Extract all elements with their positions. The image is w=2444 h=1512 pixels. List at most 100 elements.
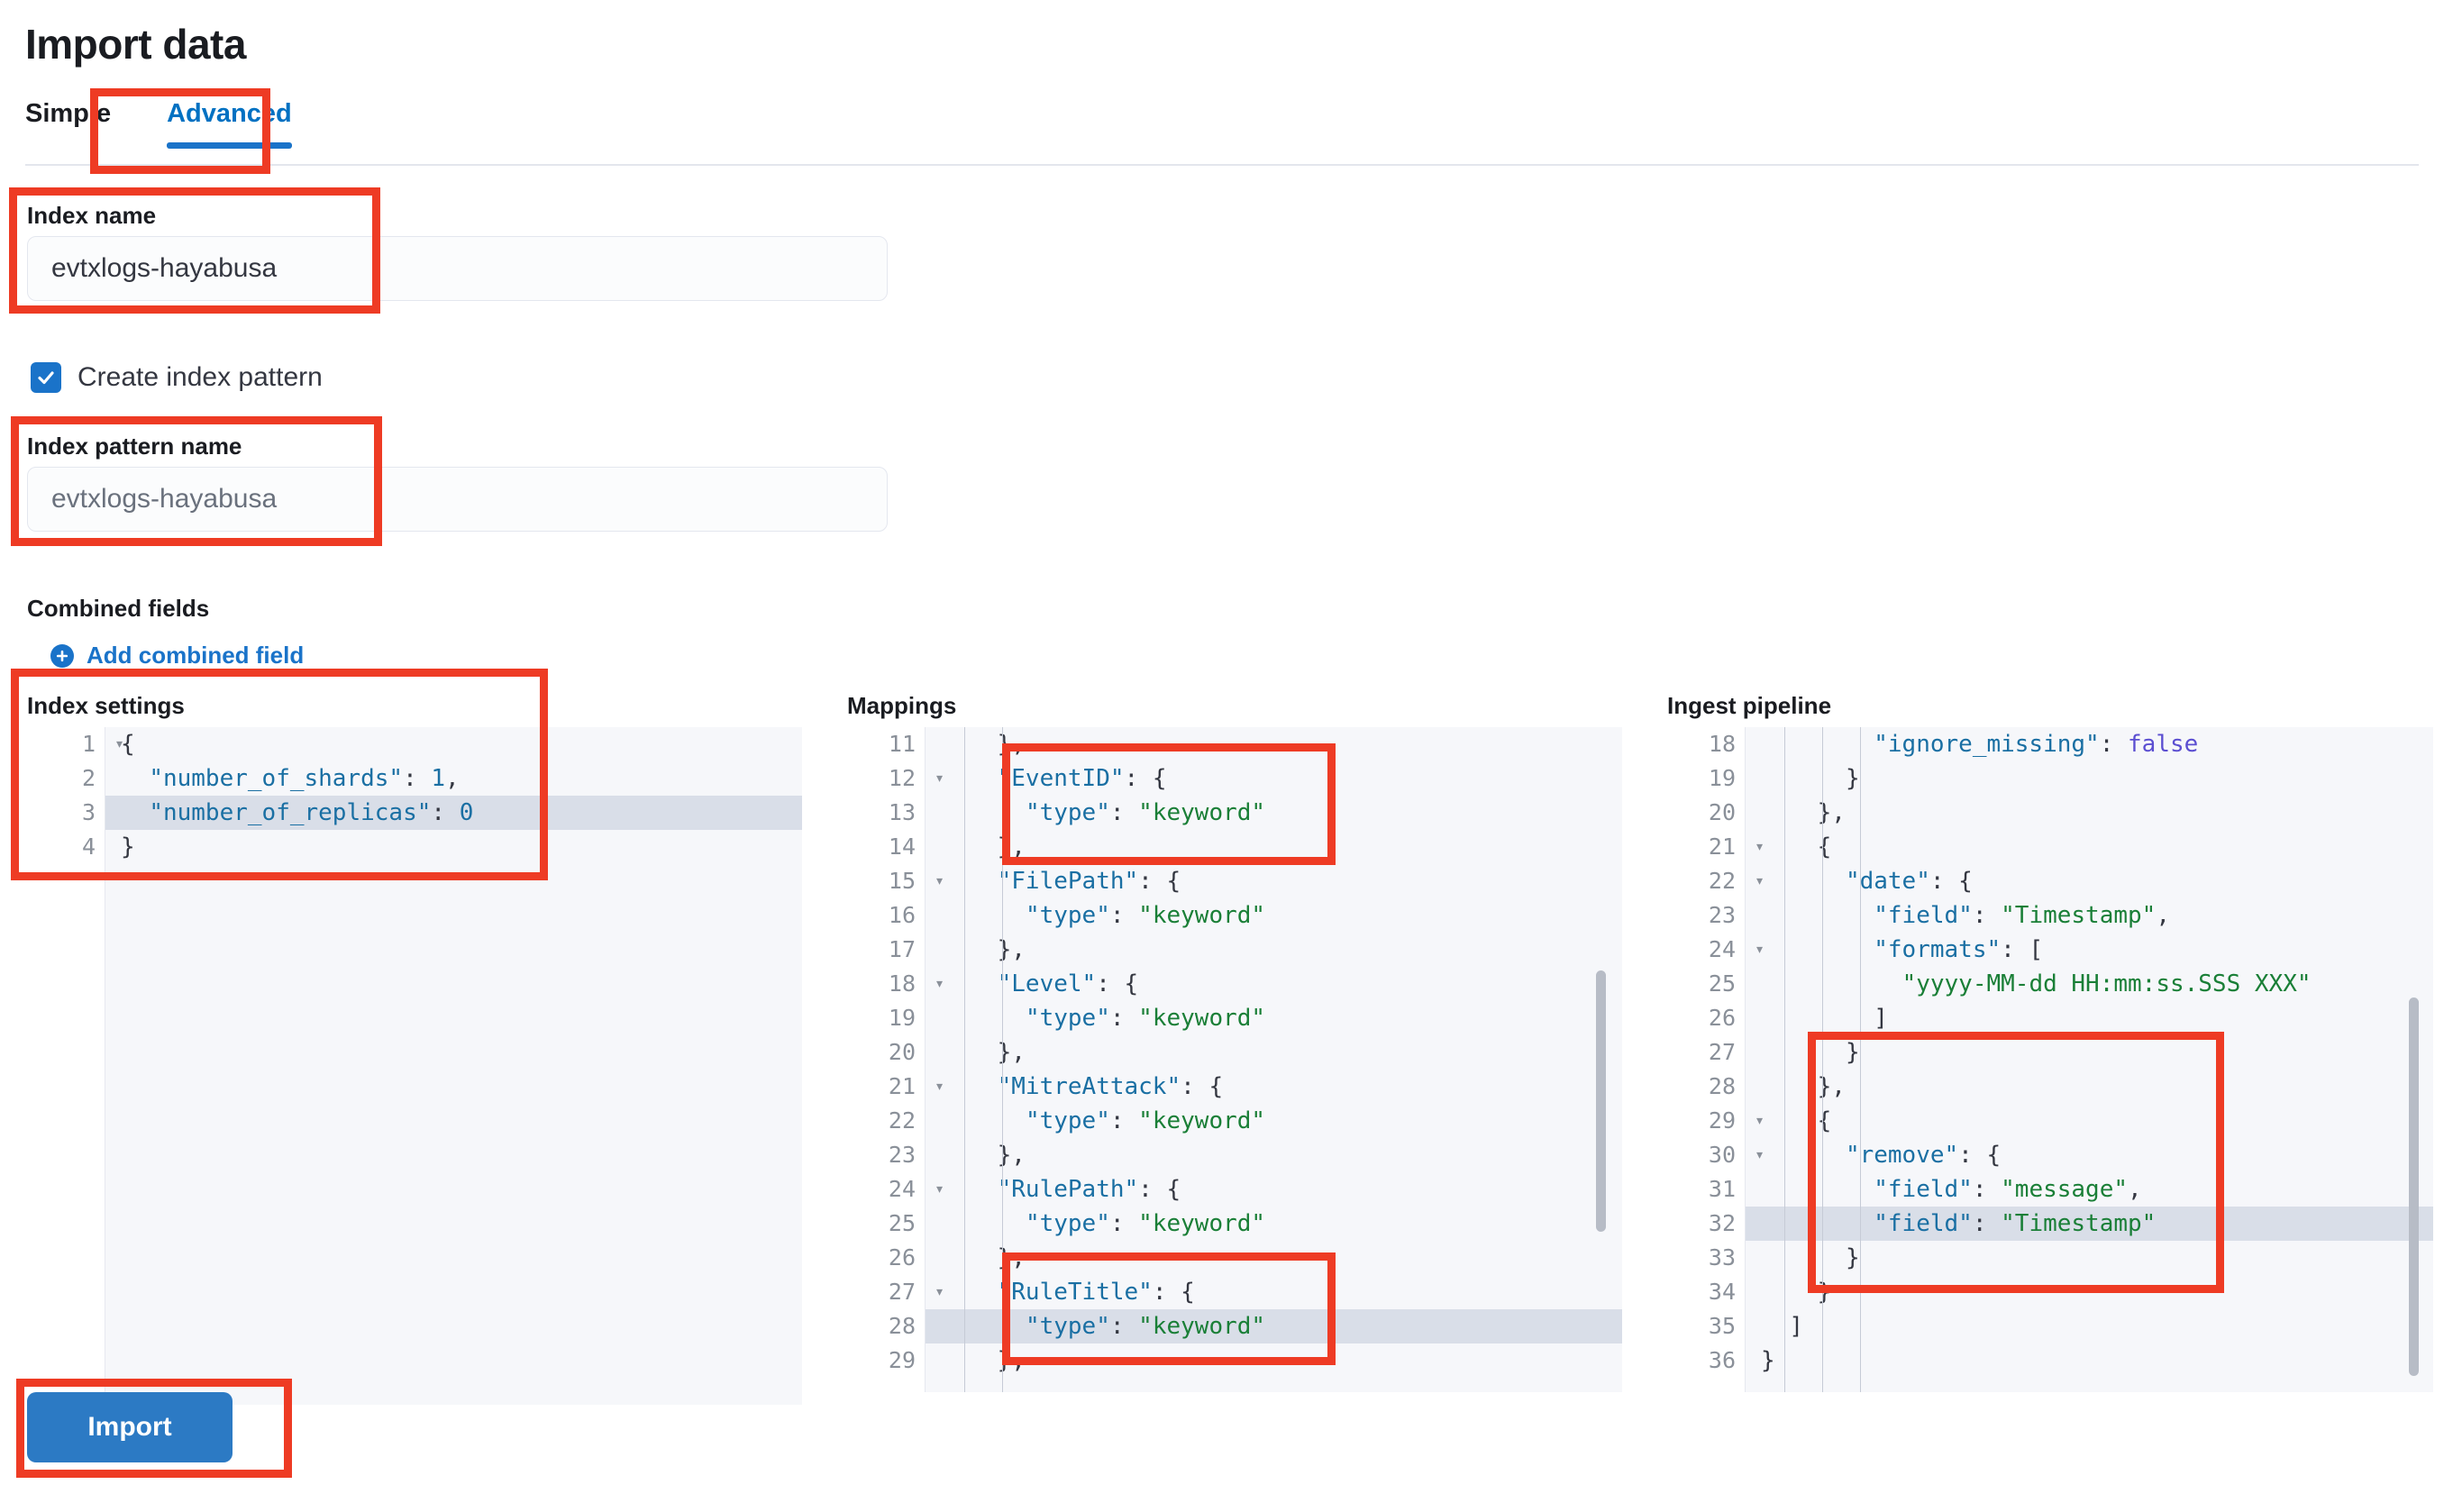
import-button[interactable]: Import xyxy=(27,1392,233,1462)
line-number: 19 xyxy=(1708,765,1736,791)
mappings-code[interactable]: }, "EventID": { "type": "keyword" }, "Fi… xyxy=(941,727,1622,1392)
index-pattern-name-label: Index pattern name xyxy=(27,433,242,460)
code-line: "field": "Timestamp", xyxy=(1874,902,2170,929)
code-line: { xyxy=(1817,833,1832,861)
index-settings-code[interactable]: { "number_of_shards": 1, "number_of_repl… xyxy=(121,727,802,1405)
line-number: 24▾ xyxy=(847,1172,944,1207)
fold-arrow-icon: ▾ xyxy=(1755,871,1765,890)
code-line: "number_of_replicas": 0 xyxy=(149,799,474,826)
line-number: 25 xyxy=(1708,970,1736,997)
combined-fields-label: Combined fields xyxy=(27,595,210,622)
line-number: 11 xyxy=(888,731,916,757)
index-pattern-name-input[interactable]: evtxlogs-hayabusa xyxy=(27,467,888,532)
index-name-value: evtxlogs-hayabusa xyxy=(51,253,278,283)
code-line: }, xyxy=(997,1142,1026,1169)
line-number: 15▾ xyxy=(847,864,944,898)
line-number: 27 xyxy=(1708,1039,1736,1065)
active-line-highlight xyxy=(27,796,802,830)
line-number: 28 xyxy=(1708,1073,1736,1099)
code-line: "field": "message", xyxy=(1874,1176,2142,1203)
line-number: 16 xyxy=(888,902,916,928)
line-number: 35 xyxy=(1708,1313,1736,1339)
code-line: }, xyxy=(997,1347,1026,1374)
code-line: } xyxy=(1845,1039,1860,1066)
line-number: 22 xyxy=(888,1107,916,1134)
tab-simple[interactable]: Simple xyxy=(25,99,112,128)
fold-arrow-icon: ▾ xyxy=(935,871,944,890)
code-line: "EventID": { xyxy=(997,765,1167,792)
mappings-scrollbar[interactable] xyxy=(1596,970,1606,1232)
fold-arrow-icon: ▾ xyxy=(114,734,124,753)
ingest-pipeline-title: Ingest pipeline xyxy=(1667,692,1832,719)
ingest-pipeline-scrollbar[interactable] xyxy=(2409,997,2419,1376)
line-number: 25 xyxy=(888,1210,916,1236)
create-index-pattern-row[interactable]: Create index pattern xyxy=(31,362,323,393)
line-number: 18▾ xyxy=(847,967,944,1001)
line-number: 12▾ xyxy=(847,761,944,796)
line-number: 34 xyxy=(1708,1279,1736,1305)
line-number: 22▾ xyxy=(1667,864,1765,898)
code-line: }, xyxy=(997,833,1026,861)
active-line-highlight xyxy=(1667,1207,2433,1241)
line-number: 13 xyxy=(888,799,916,825)
code-line: "type": "keyword" xyxy=(1025,902,1266,929)
line-number: 26 xyxy=(1708,1005,1736,1031)
fold-arrow-icon: ▾ xyxy=(935,1077,944,1096)
line-number: 20 xyxy=(1708,799,1736,825)
tab-advanced[interactable]: Advanced xyxy=(138,99,321,149)
line-number: 31 xyxy=(1708,1176,1736,1202)
line-number: 36 xyxy=(1708,1347,1736,1373)
code-line: }, xyxy=(1817,1073,1846,1100)
code-line: }, xyxy=(1817,799,1846,826)
code-line: "RuleTitle": { xyxy=(997,1279,1195,1306)
fold-arrow-icon: ▾ xyxy=(935,1180,944,1198)
active-line-highlight xyxy=(847,1309,1622,1343)
add-combined-field-label: Add combined field xyxy=(87,642,305,669)
fold-arrow-icon: ▾ xyxy=(1755,940,1765,959)
line-number: 32 xyxy=(1708,1210,1736,1236)
fold-arrow-icon: ▾ xyxy=(1755,837,1765,856)
code-line: "FilePath": { xyxy=(997,868,1181,895)
code-line: "yyyy-MM-dd HH:mm:ss.SSS XXX" xyxy=(1901,970,2312,997)
code-line: "type": "keyword" xyxy=(1025,1313,1266,1340)
index-name-label: Index name xyxy=(27,202,157,229)
code-line: "date": { xyxy=(1845,868,1973,895)
fold-arrow-icon: ▾ xyxy=(935,974,944,993)
add-combined-field-button[interactable]: Add combined field xyxy=(50,642,304,669)
ingest-pipeline-code[interactable]: "ignore_missing": false } }, { "date": {… xyxy=(1761,727,2433,1392)
code-line: } xyxy=(1817,1279,1832,1306)
code-line: } xyxy=(1845,1244,1860,1271)
code-line: }, xyxy=(997,1244,1026,1271)
code-line: "field": "Timestamp" xyxy=(1874,1210,2157,1237)
code-line: "number_of_shards": 1, xyxy=(149,765,460,792)
line-number: 20 xyxy=(888,1039,916,1065)
tab-bar: Simple Advanced xyxy=(25,99,321,149)
fold-arrow-icon: ▾ xyxy=(935,769,944,788)
line-number: 33 xyxy=(1708,1244,1736,1271)
fold-arrow-icon: ▾ xyxy=(1755,1111,1765,1130)
line-number: 4 xyxy=(81,833,96,860)
code-line: } xyxy=(121,833,135,861)
code-line: "type": "keyword" xyxy=(1025,799,1266,826)
code-line: "Level": { xyxy=(997,970,1139,997)
line-number: 26 xyxy=(888,1244,916,1271)
code-line: }, xyxy=(997,1039,1026,1066)
code-line: } xyxy=(1845,765,1860,792)
line-number: 19 xyxy=(888,1005,916,1031)
line-number: 28 xyxy=(888,1313,916,1339)
line-number: 2 xyxy=(81,765,96,791)
line-number: 24▾ xyxy=(1667,933,1765,967)
index-name-input[interactable]: evtxlogs-hayabusa xyxy=(27,236,888,301)
index-settings-title: Index settings xyxy=(27,692,185,719)
line-number: 1▾ xyxy=(27,727,124,761)
plus-icon xyxy=(50,643,74,668)
checkbox-checked-icon[interactable] xyxy=(31,362,61,393)
